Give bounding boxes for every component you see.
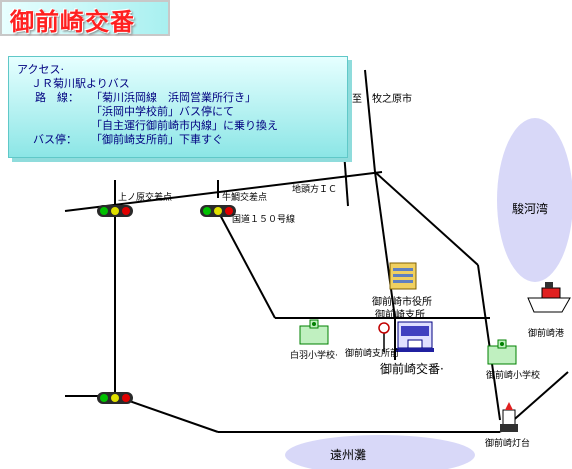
road-top-main xyxy=(64,171,383,212)
label-jitokata-ic: 地頭方ＩＣ xyxy=(292,185,338,195)
access-info-box: アクセス· ＪＲ菊川駅よりバス 路 線： 「菊川浜岡線 浜岡営業所行き」 「浜岡… xyxy=(8,56,348,158)
label-omaezaki-port: 御前崎港 xyxy=(528,329,565,339)
signal-southwest xyxy=(97,392,133,404)
road-south-diagonal xyxy=(114,395,219,433)
access-stop-label: バス停： xyxy=(33,133,77,146)
label-shiraha-school: 白羽小学校· xyxy=(290,351,338,361)
access-route-1: 「菊川浜岡線 浜岡営業所行き」 xyxy=(91,91,256,104)
suruga-bay-water xyxy=(497,118,572,282)
label-lighthouse: 御前崎灯台 xyxy=(485,439,531,449)
road-coastal-east xyxy=(374,171,479,266)
bus-stop-icon xyxy=(378,322,390,352)
road-ic-branch xyxy=(374,171,396,319)
label-to-makinohara: 至 牧之原市 xyxy=(352,94,412,105)
access-route-3: 「自主運行御前崎市内線」に乗り換え xyxy=(91,119,278,132)
access-stop-value: 「御前崎支所前」下車すぐ xyxy=(91,133,223,146)
road-makinohara-2 xyxy=(364,69,376,173)
road-coastal-down xyxy=(477,264,501,421)
label-branch-office: 御前崎支所 xyxy=(375,310,425,321)
omaezaki-school-icon xyxy=(487,339,517,365)
label-ushibuse-intersection: 牛鯛交差点 xyxy=(222,193,268,203)
label-enshu-nada: 遠州灘 xyxy=(330,448,367,462)
label-kaminohara-intersection: 上ノ原交差点 xyxy=(118,193,173,203)
label-omaezaki-school: 御前崎小学校 xyxy=(486,371,541,381)
title-banner xyxy=(0,0,170,36)
koban-icon xyxy=(396,321,434,352)
signal-kaminohara xyxy=(97,205,133,217)
lighthouse-icon xyxy=(500,402,518,432)
road-route150-diagonal xyxy=(217,210,276,319)
shiraha-school-icon xyxy=(299,319,329,345)
ship-icon xyxy=(527,282,571,313)
access-line-jr: ＪＲ菊川駅よりバス xyxy=(31,77,130,90)
access-heading: アクセス· xyxy=(17,63,64,76)
label-branch-bus-stop: 御前崎支所前 xyxy=(345,349,400,359)
label-route-150: 国道１５０号線 xyxy=(232,215,296,225)
city-hall-icon xyxy=(389,262,417,290)
signal-ushibuse xyxy=(200,205,236,217)
label-koban: 御前崎交番· xyxy=(380,362,444,376)
access-route-2: 「浜岡中学校前」バス停にて xyxy=(91,105,234,118)
label-suruga-bay: 駿河湾 xyxy=(512,202,549,216)
page-title: 御前崎交番 xyxy=(10,8,135,36)
access-route-label: 路 線： xyxy=(35,91,79,104)
label-city-hall: 御前崎市役所 xyxy=(372,297,432,308)
enshu-nada-water xyxy=(285,435,475,469)
